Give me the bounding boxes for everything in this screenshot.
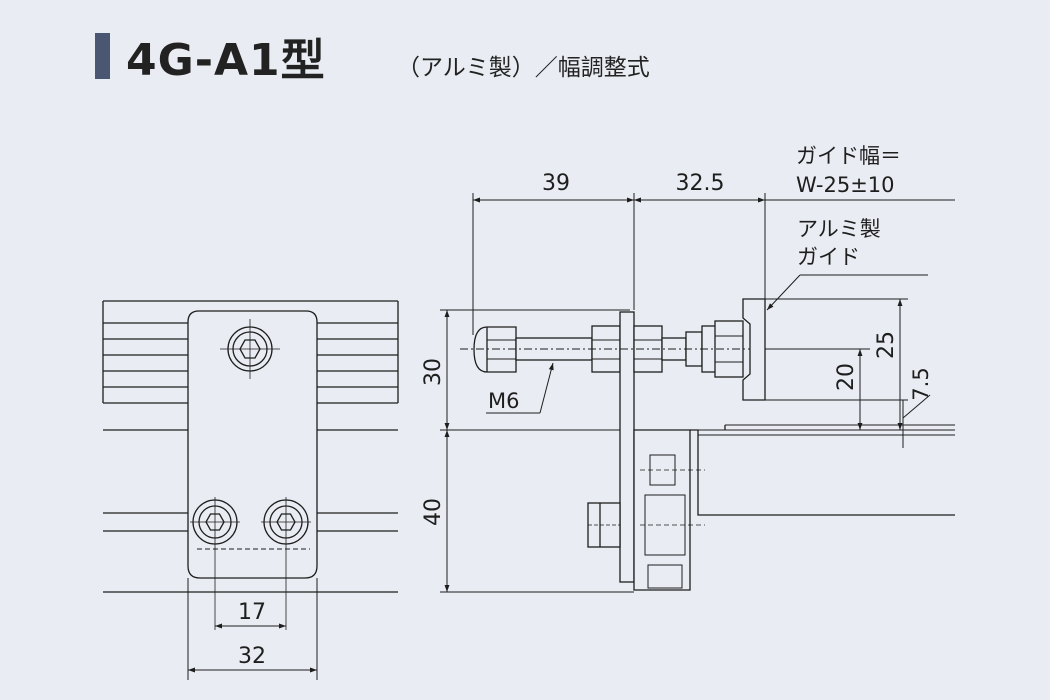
- model-subtitle: （アルミ製）／幅調整式: [397, 55, 650, 81]
- guide-width-label-2: W-25±10: [796, 173, 895, 197]
- bolt-label-m6: M6: [488, 389, 519, 413]
- dim-label-17: 17: [238, 600, 266, 625]
- dim-label-7-5: 7.5: [909, 367, 933, 400]
- dim-label-20: 20: [834, 363, 859, 391]
- front-view: [102, 300, 399, 680]
- material-label-2: ガイド: [797, 245, 860, 269]
- side-screw: [587, 502, 621, 548]
- model-title: 4G-A1型: [126, 35, 326, 86]
- dim-label-30: 30: [421, 358, 446, 386]
- dim-label-32: 32: [238, 644, 266, 669]
- upper-bolt-head: [220, 319, 280, 379]
- dim-label-32-5: 32.5: [676, 171, 725, 196]
- side-view: [440, 193, 955, 593]
- dim-label-39: 39: [542, 171, 570, 196]
- conveyor-frame: [633, 424, 955, 591]
- guide-width-label-1: ガイド幅＝: [796, 144, 901, 168]
- lower-bolt-left: [190, 497, 240, 630]
- aluminium-guide: [742, 298, 766, 401]
- lower-bolt-right: [261, 497, 311, 630]
- title-accent-bar: [95, 33, 110, 79]
- dim-label-40: 40: [421, 498, 446, 526]
- bracket-plate: [187, 310, 318, 579]
- dim-label-25: 25: [874, 331, 899, 359]
- adjust-bolt-assembly: [460, 311, 780, 583]
- material-label-1: アルミ製: [797, 217, 881, 241]
